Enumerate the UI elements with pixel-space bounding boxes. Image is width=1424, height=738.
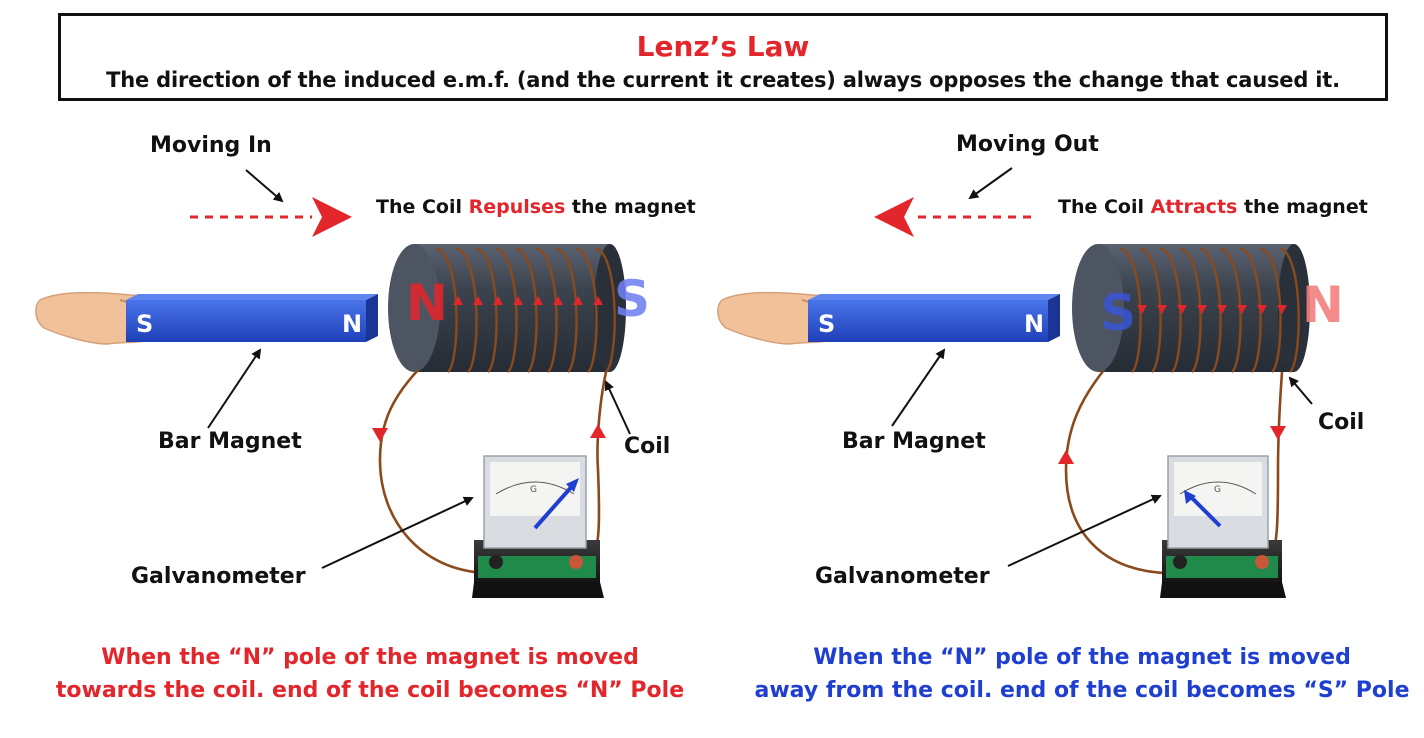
coil-current-arrows-left (453, 296, 603, 305)
moving-in-arrow (190, 197, 352, 237)
gauge-letter-left: G (530, 485, 537, 495)
magnet-n-label-left: N (342, 310, 362, 338)
coil-windings-left (435, 246, 616, 373)
caption-left-line1: When the “N” pole of the magnet is moved (101, 645, 639, 670)
bar-magnet-left (126, 294, 378, 342)
coil-label-left: Coil (624, 434, 671, 459)
caption-left: When the “N” pole of the magnet is moved… (40, 641, 700, 707)
galvanometer-pointer-left (321, 496, 474, 569)
moving-out-pointer (968, 167, 1013, 200)
bar-magnet-label-right: Bar Magnet (842, 429, 986, 454)
galvanometer-right (1160, 455, 1286, 598)
magnet-s-label-left: S (136, 310, 153, 338)
coil-cylinder-left (388, 244, 626, 372)
coil-pointer-left (604, 380, 631, 435)
current-arrow-up-right (1058, 450, 1074, 464)
coil-pole-left-end: N (406, 274, 448, 332)
bar-magnet-pointer-left (207, 348, 262, 429)
coil-pole-right-end: S (614, 270, 650, 328)
coil-pole-right-end-right: N (1302, 276, 1344, 334)
left-panel (35, 169, 631, 598)
coil-pole-left-end-right: S (1100, 284, 1136, 342)
page-title: Lenz’s Law (636, 30, 810, 63)
gauge-letter-right: G (1214, 485, 1221, 495)
coil-effect-left: The Coil Repulses the magnet (376, 196, 696, 218)
moving-in-label: Moving In (150, 133, 272, 158)
law-statement: The direction of the induced e.m.f. (and… (106, 68, 1340, 92)
galvanometer-label-left: Galvanometer (131, 564, 306, 589)
galvanometer-left (472, 455, 604, 598)
moving-in-pointer (245, 169, 284, 203)
coil-label-right: Coil (1318, 410, 1365, 435)
galvanometer-label-right: Galvanometer (815, 564, 990, 589)
galvanometer-pointer-right (1007, 494, 1162, 567)
bar-magnet-pointer-right (891, 348, 946, 427)
magnet-s-label-right: S (818, 310, 835, 338)
caption-right-line1: When the “N” pole of the magnet is moved (813, 645, 1351, 670)
moving-out-arrow (874, 197, 1038, 237)
repulses-word: Repulses (468, 196, 566, 218)
coil-current-arrows-right (1137, 305, 1287, 314)
header-box: Lenz’s Law The direction of the induced … (58, 13, 1388, 101)
magnet-n-label-right: N (1024, 310, 1044, 338)
attracts-word: Attracts (1150, 196, 1238, 218)
caption-right-line2: away from the coil. end of the coil beco… (754, 678, 1410, 703)
right-panel (717, 167, 1313, 598)
current-arrow-down-left (372, 428, 388, 442)
coil-pointer-right (1288, 376, 1313, 405)
coil-effect-right: The Coil Attracts the magnet (1058, 196, 1368, 218)
bar-magnet-right (808, 294, 1060, 342)
current-arrow-down-right (1270, 426, 1286, 440)
current-arrow-up-left (590, 424, 606, 438)
moving-out-label: Moving Out (956, 132, 1099, 157)
caption-right: When the “N” pole of the magnet is moved… (744, 641, 1420, 707)
caption-left-line2: towards the coil. end of the coil become… (55, 678, 685, 703)
bar-magnet-label-left: Bar Magnet (158, 429, 302, 454)
